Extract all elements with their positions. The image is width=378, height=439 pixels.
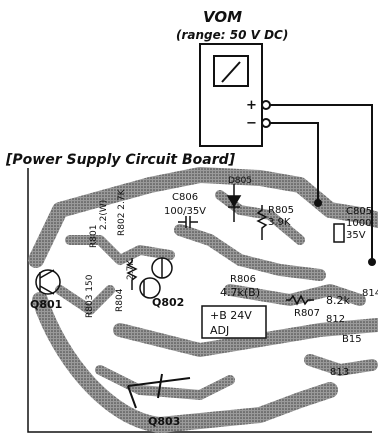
r806-name: R806 <box>230 274 256 285</box>
r807-resistor <box>286 294 314 306</box>
r801-label: R801 <box>89 225 99 248</box>
q803-label: Q803 <box>148 415 180 428</box>
d805-diode <box>226 184 242 222</box>
q802-transistor <box>139 277 161 299</box>
vom-range: (range: 50 V DC) <box>176 28 288 42</box>
c806-value: 100/35V <box>164 206 206 217</box>
r804-label: R804 <box>115 288 125 312</box>
r807-name: R807 <box>294 308 320 319</box>
plus-probe-point <box>368 258 376 266</box>
plus-lead <box>270 104 373 260</box>
r807-value: 8.2k <box>326 294 350 307</box>
q803-transistor <box>127 373 191 409</box>
vom-minus-terminal <box>261 118 271 128</box>
adj-line2: ADJ <box>210 324 229 337</box>
board-outline <box>27 168 372 433</box>
vom-title: VOM <box>203 8 242 26</box>
q801-label: Q801 <box>30 298 62 311</box>
adj-line1: +B 24V <box>210 309 252 322</box>
r803-label: R803 150 <box>85 274 95 318</box>
adj-box <box>201 305 267 339</box>
point-813: 813 <box>330 367 349 378</box>
c805-value1: 1000 <box>346 218 371 229</box>
point-812: 812 <box>326 314 345 325</box>
point-814: 814 <box>362 288 378 299</box>
q802-label: Q802 <box>152 296 184 309</box>
r805-resistor <box>256 205 268 240</box>
r806-value: 4.7k(B) <box>220 286 260 299</box>
copper-traces <box>28 167 378 433</box>
q801-transistor <box>35 269 61 295</box>
r801-value: 2.2(W) <box>99 200 109 230</box>
minus-lead <box>270 122 319 200</box>
r806-pot <box>151 257 173 279</box>
r804-resistor <box>126 258 138 290</box>
c805-value2: 35V <box>346 230 366 241</box>
c806-capacitor <box>178 216 198 228</box>
point-b15: B15 <box>342 334 362 345</box>
r805-value: 3.9K <box>268 217 291 228</box>
minus-probe-point <box>314 199 322 207</box>
vom-minus-label: − <box>246 116 257 131</box>
vom-plus-label: + <box>246 98 257 113</box>
board-title: [Power Supply Circuit Board] <box>5 152 236 168</box>
c806-name: C806 <box>172 192 198 203</box>
c805-capacitor <box>333 223 345 243</box>
c805-name: C805 <box>346 206 372 217</box>
r802-label: R802 2.7K <box>117 188 127 236</box>
d805-label: D805 <box>228 176 252 186</box>
r804-value: 2.7K <box>126 259 136 280</box>
r805-name: R805 <box>268 205 294 216</box>
vom-plus-terminal <box>261 100 271 110</box>
vom-needle <box>221 61 241 83</box>
